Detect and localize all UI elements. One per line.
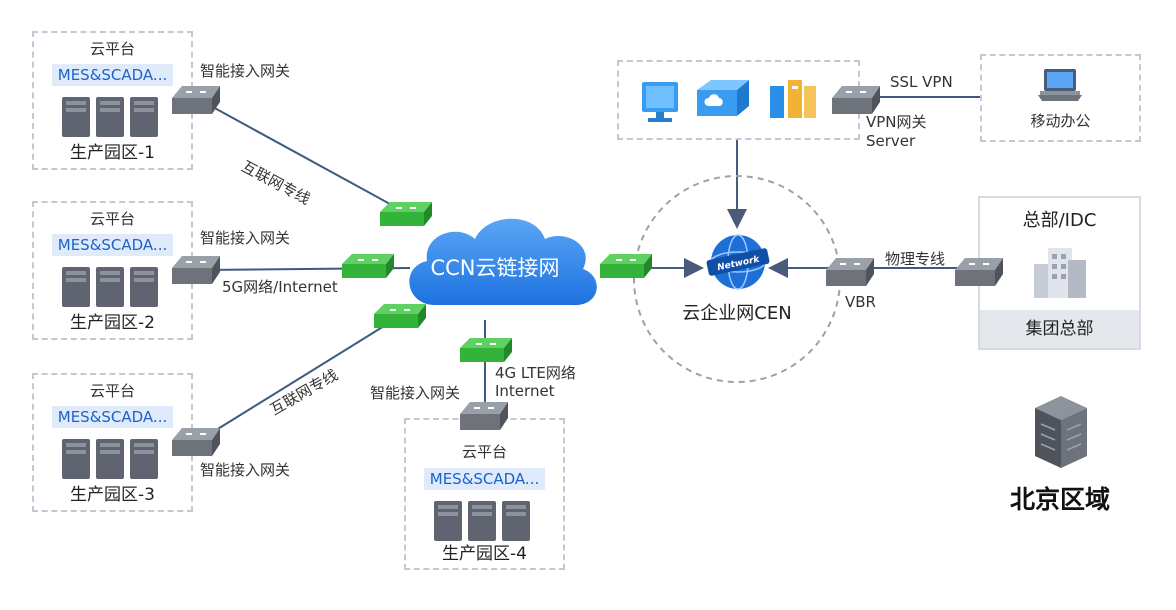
zone-1-name: 生产园区-1 (70, 143, 155, 163)
zone-4-server-icons (434, 498, 534, 546)
office-building-icon (1030, 244, 1090, 306)
cloud-box-icon (695, 78, 751, 126)
physical-line-label: 物理专线 (885, 250, 946, 268)
zone-4-gateway-label: 智能接入网关 (370, 384, 461, 402)
hq-name: 集团总部 (1025, 319, 1094, 339)
zone-3-tag: MES&SCADA... (52, 406, 173, 428)
zone-2-tag: MES&SCADA... (52, 234, 173, 256)
zone-2-platform: 云平台 (89, 210, 135, 228)
zone-2-name: 生产园区-2 (70, 313, 155, 333)
vpn-gateway-icon (828, 82, 884, 122)
zone-2-server-icons (62, 264, 162, 312)
zone-4-platform: 云平台 (461, 443, 507, 461)
zone-4-tag: MES&SCADA... (424, 468, 545, 490)
vbr-device-icon (822, 254, 878, 294)
datacenter-icon (1025, 390, 1097, 474)
vpn-label-1: VPN网关 (866, 113, 927, 131)
zone-1-server-icons (62, 94, 162, 142)
mobile-office-label: 移动办公 (1030, 112, 1091, 130)
zone-4-link-label-2: Internet (495, 382, 555, 400)
zone-1-platform: 云平台 (89, 40, 135, 58)
zone-2-gateway-label: 智能接入网关 (200, 229, 291, 247)
ccn-green-device-3 (372, 302, 428, 336)
ccn-label: CCN云链接网 (430, 256, 560, 280)
zone-4-link-label-1: 4G LTE网络 (495, 364, 576, 382)
monitor-icon (638, 76, 684, 130)
ccn-green-device-2 (340, 252, 396, 286)
zone-4-gateway-icon (456, 398, 512, 438)
hq-gateway-icon (951, 254, 1007, 294)
link-zone1 (199, 99, 411, 216)
vpn-label-2: Server (866, 132, 916, 150)
zone-3-platform: 云平台 (89, 382, 135, 400)
mobile-office-box (980, 54, 1141, 142)
zone-1-gateway-label: 智能接入网关 (200, 62, 291, 80)
zone-4-name: 生产园区-4 (442, 544, 527, 564)
cen-label: 云企业网CEN (682, 303, 792, 324)
ccn-green-device-1 (378, 200, 434, 234)
zone-3-server-icons (62, 436, 162, 484)
storage-icon (768, 76, 818, 126)
laptop-icon (1036, 65, 1084, 109)
ssl-vpn-label: SSL VPN (890, 73, 953, 91)
hq-name-bar (980, 310, 1139, 348)
zone-2-link-label: 5G网络/Internet (222, 278, 338, 296)
zone-1-gateway-icon (168, 82, 224, 122)
zone-3-gateway-icon (168, 424, 224, 464)
cen-network-globe-icon: Network (703, 232, 773, 296)
link-zone3 (199, 309, 411, 441)
zone-3-name: 生产园区-3 (70, 485, 155, 505)
vbr-label: VBR (845, 293, 876, 311)
ccn-cloud-icon (395, 205, 605, 329)
ccn-green-device-4 (458, 336, 514, 370)
hq-title: 总部/IDC (1022, 210, 1097, 231)
ccn-green-device-5 (598, 252, 654, 286)
zone-2-gateway-icon (168, 252, 224, 292)
zone-3-gateway-label: 智能接入网关 (200, 461, 291, 479)
zone-1-tag: MES&SCADA... (52, 64, 173, 86)
region-label: 北京区域 (1009, 485, 1110, 514)
